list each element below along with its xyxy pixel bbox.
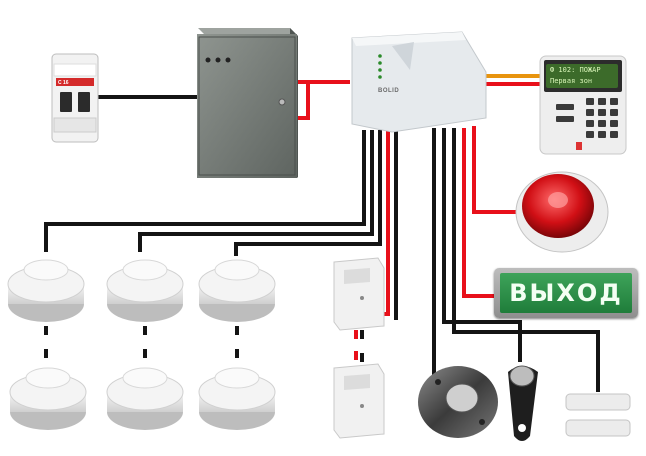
exit-sign-text: ВЫХОД [500, 273, 632, 313]
exit-sign: ВЫХОД [494, 268, 638, 318]
wiring [44, 74, 600, 392]
siren [515, 171, 609, 253]
wire-panel-to-exit [462, 128, 496, 298]
motion-sensors [333, 257, 385, 439]
smoke-detector [106, 259, 184, 322]
keypad-display: Ф 102: ПОЖАР Первая зон [546, 64, 618, 88]
magnetic-contact [565, 393, 631, 437]
keypad-display-line-2: Первая зон [550, 77, 593, 85]
control-panel [351, 31, 487, 133]
wire-loop-1 [44, 130, 366, 252]
touch-memory-key [508, 365, 538, 441]
breaker-label: С 16 [58, 80, 69, 86]
wire-loop-3 [234, 130, 382, 256]
wire-psu-to-panel-bottom [296, 82, 310, 120]
smoke-detector [106, 367, 184, 430]
motion-sensor [333, 257, 385, 331]
wire-panel-to-key [442, 128, 522, 362]
circuit-breaker [51, 53, 99, 143]
smoke-detector [198, 367, 276, 430]
smoke-detector [9, 367, 87, 430]
motion-sensor [333, 363, 385, 439]
wire-panel-to-siren [472, 126, 516, 214]
control-panel-brand: BOLID [378, 88, 400, 94]
touch-memory-reader [418, 366, 498, 438]
smoke-detectors [7, 259, 276, 430]
power-supply-box [197, 28, 298, 178]
wire-panel-to-magnet [452, 128, 600, 392]
wire-loop-2 [138, 130, 374, 252]
smoke-detector [7, 259, 85, 322]
keypad-display-line-1: Ф 102: ПОЖАР [550, 66, 601, 74]
smoke-detector [198, 259, 276, 322]
